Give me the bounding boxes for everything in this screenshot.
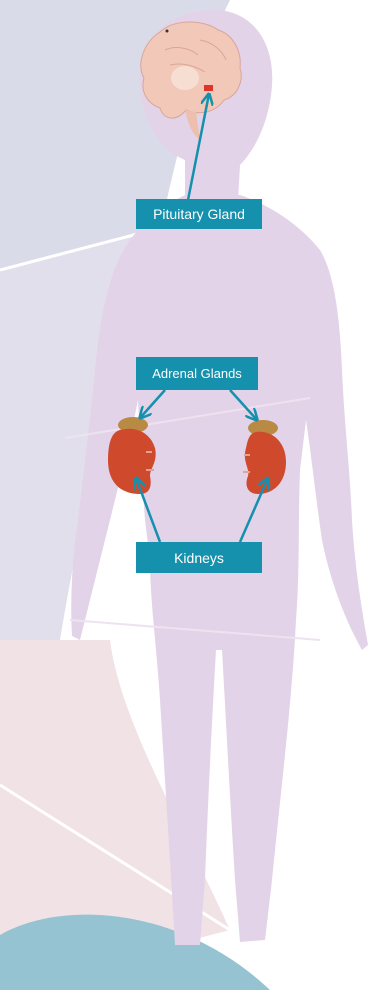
kidneys-label: Kidneys [136, 542, 262, 573]
background-teal-shape [0, 915, 270, 990]
pituitary-gland-icon [204, 85, 213, 91]
adrenal-glands-label: Adrenal Glands [136, 357, 258, 390]
pituitary-gland-label: Pituitary Gland [136, 199, 262, 229]
